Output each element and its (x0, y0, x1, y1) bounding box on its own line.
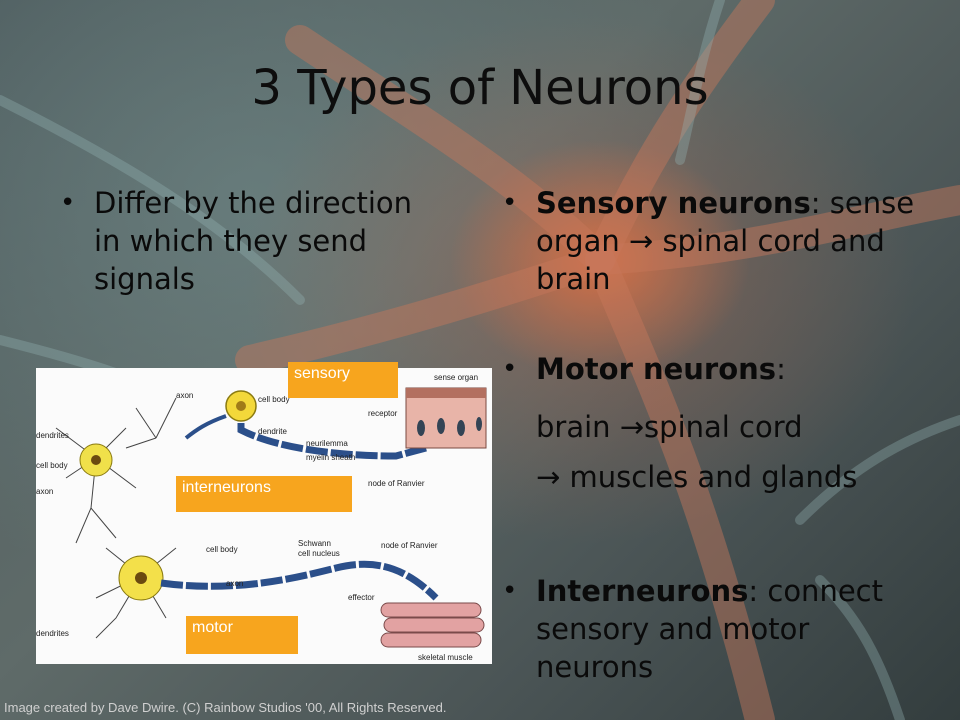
label-skeletal-muscle: skeletal muscle (418, 653, 473, 662)
motor-detail-line2: → muscles and glands (536, 460, 858, 494)
label-cell-body-top: cell body (258, 395, 290, 404)
image-credit: Image created by Dave Dwire. (C) Rainbow… (4, 700, 447, 715)
sensory-term: Sensory neurons (536, 186, 811, 220)
sensory-text: sense organ → spinal cord and brain (536, 186, 915, 296)
neuron-diagram: axon cell body sense organ receptor dend… (36, 368, 492, 664)
sensory-nucleus (236, 401, 246, 411)
interneuron-nucleus (91, 455, 101, 465)
label-axon-bottom: axon (226, 579, 243, 588)
motor-detail-line1: brain →spinal cord (536, 410, 803, 444)
bullet-dot: • (502, 576, 518, 606)
interneuron-text: connect sensory and motor neurons (536, 574, 883, 684)
label-cell-nucleus: cell nucleus (298, 549, 340, 558)
label-dendrites-bottom: dendrites (36, 629, 69, 638)
left-bullet: • Differ by the direction in which they … (60, 184, 414, 298)
label-dendrite: dendrite (258, 427, 287, 436)
interneuron-term: Interneurons (536, 574, 749, 608)
interneuron-bullet: • Interneurons: connect sensory and moto… (502, 574, 883, 684)
label-sensory: sensory (288, 362, 398, 398)
label-myelin-sheath: myelin sheath (306, 453, 355, 462)
sensory-myelin-axon (237, 423, 427, 460)
bullet-dot: • (60, 188, 76, 218)
sense-organ-surface (406, 388, 486, 398)
label-receptor: receptor (368, 409, 398, 418)
sensory-bullet: • Sensory neurons: sense organ → spinal … (502, 186, 915, 296)
label-effector: effector (348, 593, 375, 602)
bullet-dot: • (502, 354, 518, 384)
label-neurilemma: neurilemma (306, 439, 348, 448)
label-node-ranvier-bottom: node of Ranvier (381, 541, 438, 550)
label-axon-top: axon (176, 391, 193, 400)
bullet-dot: • (502, 188, 518, 218)
neuron-diagram-svg: axon cell body sense organ receptor dend… (36, 373, 487, 662)
motor-term: Motor neurons (536, 352, 777, 386)
motor-myelin-axon (160, 560, 439, 601)
skeletal-muscle (380, 602, 485, 648)
label-cell-body-left: cell body (36, 461, 68, 470)
left-bullet-text: Differ by the direction in which they se… (94, 186, 413, 296)
label-node-ranvier-top: node of Ranvier (368, 479, 425, 488)
motor-bullet: • Motor neurons: (502, 352, 786, 386)
motor-nucleus (135, 572, 147, 584)
label-cell-body-bottom: cell body (206, 545, 238, 554)
label-sense-organ: sense organ (434, 373, 478, 382)
motor-dendrites (95, 547, 177, 639)
interneuron-dendrites (55, 397, 177, 544)
slide-title: 3 Types of Neurons (251, 60, 709, 116)
label-interneurons: interneurons (176, 476, 352, 512)
label-schwann: Schwann (298, 539, 331, 548)
label-motor: motor (186, 616, 298, 654)
label-dendrites-top: dendrites (36, 431, 69, 440)
label-axon-left: axon (36, 487, 53, 496)
sensory-axon-left (184, 414, 227, 440)
receptors (417, 417, 482, 436)
